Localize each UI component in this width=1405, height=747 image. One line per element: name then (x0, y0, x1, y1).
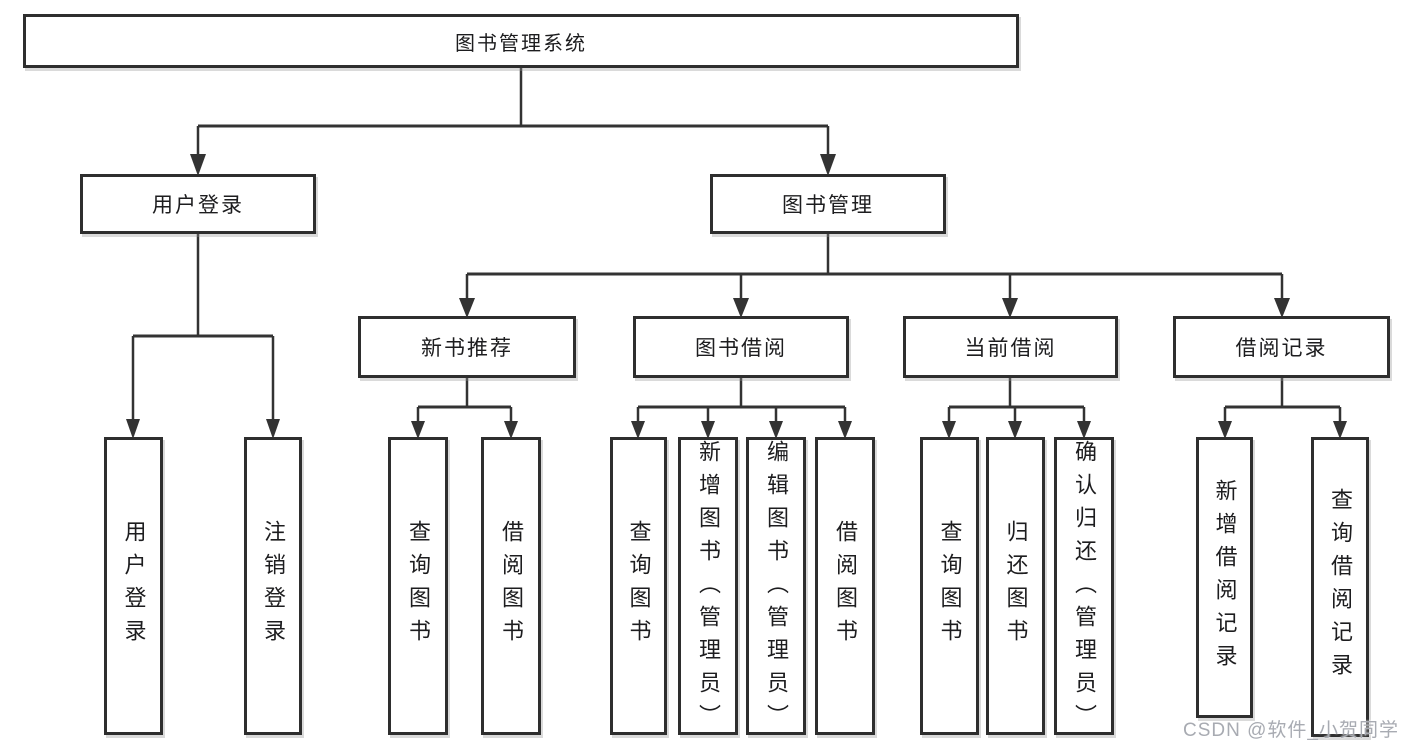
leaf-return-books: 归还图书 (986, 437, 1045, 735)
node-book-borrowing: 图书借阅 (633, 316, 849, 378)
arrow-down-icon (411, 421, 425, 439)
leaf-add-borrow-record: 新增借阅记录 (1196, 437, 1253, 718)
arrow-down-icon (733, 298, 749, 318)
arrow-down-icon (126, 419, 140, 439)
arrow-down-icon (942, 421, 956, 439)
arrow-down-icon (820, 154, 836, 176)
arrow-down-icon (838, 421, 852, 439)
leaf-add-books-admin: 新增图书（管理员） (678, 437, 738, 737)
arrow-down-icon (504, 421, 518, 439)
arrow-down-icon (769, 421, 783, 439)
arrow-down-icon (701, 421, 715, 439)
leaf-edit-books-admin: 编辑图书（管理员） (746, 437, 806, 737)
csdn-watermark: CSDN @软件_小贺同学 (1183, 720, 1399, 741)
arrow-down-icon (459, 298, 475, 318)
node-book-management: 图书管理 (710, 174, 946, 234)
leaf-query-books-current: 查询图书 (920, 437, 979, 735)
leaf-query-books-recommend: 查询图书 (388, 437, 448, 735)
node-borrow-records: 借阅记录 (1173, 316, 1390, 378)
leaf-query-books-borrow: 查询图书 (610, 437, 667, 735)
arrow-down-icon (190, 154, 206, 176)
arrow-down-icon (1077, 421, 1091, 439)
leaf-user-login: 用户登录 (104, 437, 163, 735)
arrow-down-icon (1333, 421, 1347, 439)
arrow-down-icon (1274, 298, 1290, 318)
arrow-down-icon (266, 419, 280, 439)
node-new-book-recommend: 新书推荐 (358, 316, 576, 378)
arrow-down-icon (1008, 421, 1022, 439)
arrow-down-icon (631, 421, 645, 439)
arrow-down-icon (1218, 421, 1232, 439)
node-current-borrowing: 当前借阅 (903, 316, 1118, 378)
node-library-management-system: 图书管理系统 (23, 14, 1019, 68)
leaf-borrow-books: 借阅图书 (815, 437, 875, 735)
node-user-login: 用户登录 (80, 174, 316, 234)
leaf-query-borrow-record: 查询借阅记录 (1311, 437, 1369, 737)
arrow-down-icon (1002, 298, 1018, 318)
leaf-borrow-books-recommend: 借阅图书 (481, 437, 541, 735)
leaf-logout: 注销登录 (244, 437, 302, 735)
leaf-confirm-return-admin: 确认归还（管理员） (1054, 437, 1114, 737)
